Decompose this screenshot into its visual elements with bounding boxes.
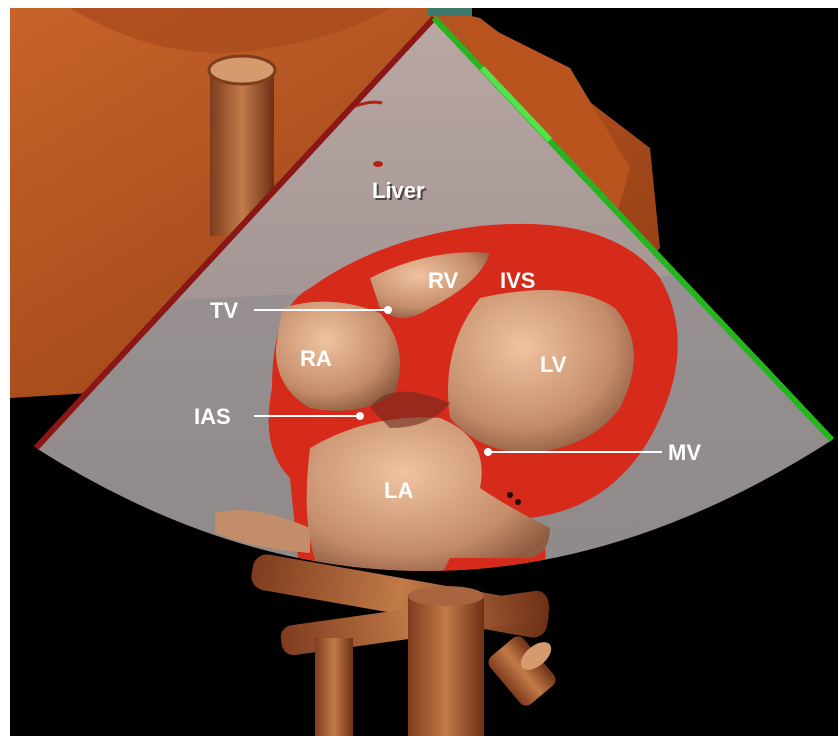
mv-pointer-dot (484, 448, 492, 456)
probe-tip (428, 8, 472, 16)
label-mv: MV (668, 440, 701, 465)
label-liver: Liver (372, 178, 425, 203)
image-frame: Liver Liver RV IVS TV RA LV IAS MV LA (10, 8, 838, 736)
label-ivs: IVS (500, 268, 535, 293)
label-ias: IAS (194, 404, 231, 429)
vena-cava-opening (209, 56, 275, 84)
right-atrium-cavity (276, 302, 400, 411)
label-rv: RV (428, 268, 458, 293)
label-ra: RA (300, 346, 332, 371)
heart-ultrasound-illustration: Liver Liver RV IVS TV RA LV IAS MV LA (10, 8, 838, 736)
tv-pointer-dot (384, 306, 392, 314)
mitral-dot-2 (515, 499, 521, 505)
mitral-dot-1 (507, 492, 513, 498)
lower-vessels (249, 552, 559, 736)
liver-vessel-speck (373, 161, 383, 167)
label-tv: TV (210, 298, 238, 323)
label-lv: LV (540, 352, 567, 377)
label-la: LA (384, 478, 413, 503)
ias-pointer-dot (356, 412, 364, 420)
